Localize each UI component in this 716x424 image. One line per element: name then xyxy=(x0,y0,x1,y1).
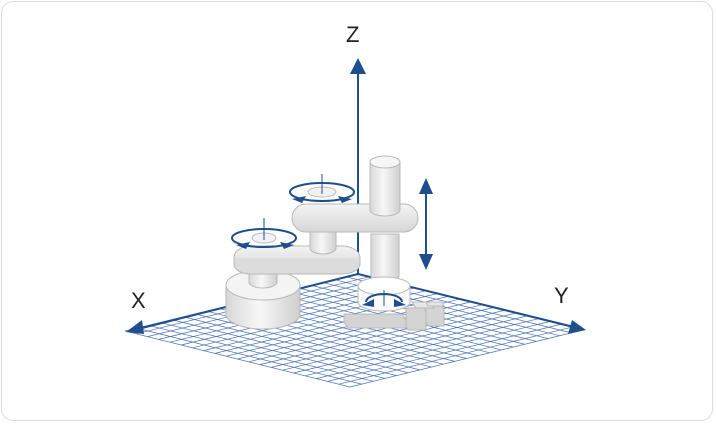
rotation-arrow-tool xyxy=(362,290,406,307)
grid-line xyxy=(148,324,374,382)
floor-grid xyxy=(124,273,584,388)
x-axis-label: X xyxy=(131,288,146,313)
z-axis-label: Z xyxy=(346,22,359,47)
grid-line xyxy=(259,307,494,365)
scara-robot xyxy=(225,155,445,331)
robot-spindle xyxy=(369,155,401,283)
rotation-arrow-joint-1 xyxy=(231,218,297,249)
grid-line xyxy=(159,322,386,379)
grid-line xyxy=(327,324,561,382)
z-axis-arrowhead xyxy=(350,58,366,74)
grid-line xyxy=(349,329,584,388)
robot-gripper xyxy=(343,301,445,331)
grid-line xyxy=(183,316,409,374)
grid-line xyxy=(282,312,516,371)
grid-line xyxy=(293,315,527,374)
grid-line xyxy=(338,326,572,385)
grid-line xyxy=(136,327,362,385)
grid-line xyxy=(271,310,505,368)
grid-line xyxy=(194,313,420,371)
robot-arm-1 xyxy=(233,232,361,275)
grid-line xyxy=(171,319,397,376)
y-axis-label: Y xyxy=(554,283,569,308)
z-axis xyxy=(350,58,366,274)
grid-line xyxy=(316,321,550,379)
grid-line xyxy=(304,318,539,377)
x-axis-arrowhead xyxy=(126,320,144,334)
grid-line xyxy=(124,330,351,388)
y-axis-arrowhead xyxy=(568,320,586,334)
vertical-travel-arrow xyxy=(419,178,433,270)
rotation-arrow-joint-2 xyxy=(289,174,355,203)
